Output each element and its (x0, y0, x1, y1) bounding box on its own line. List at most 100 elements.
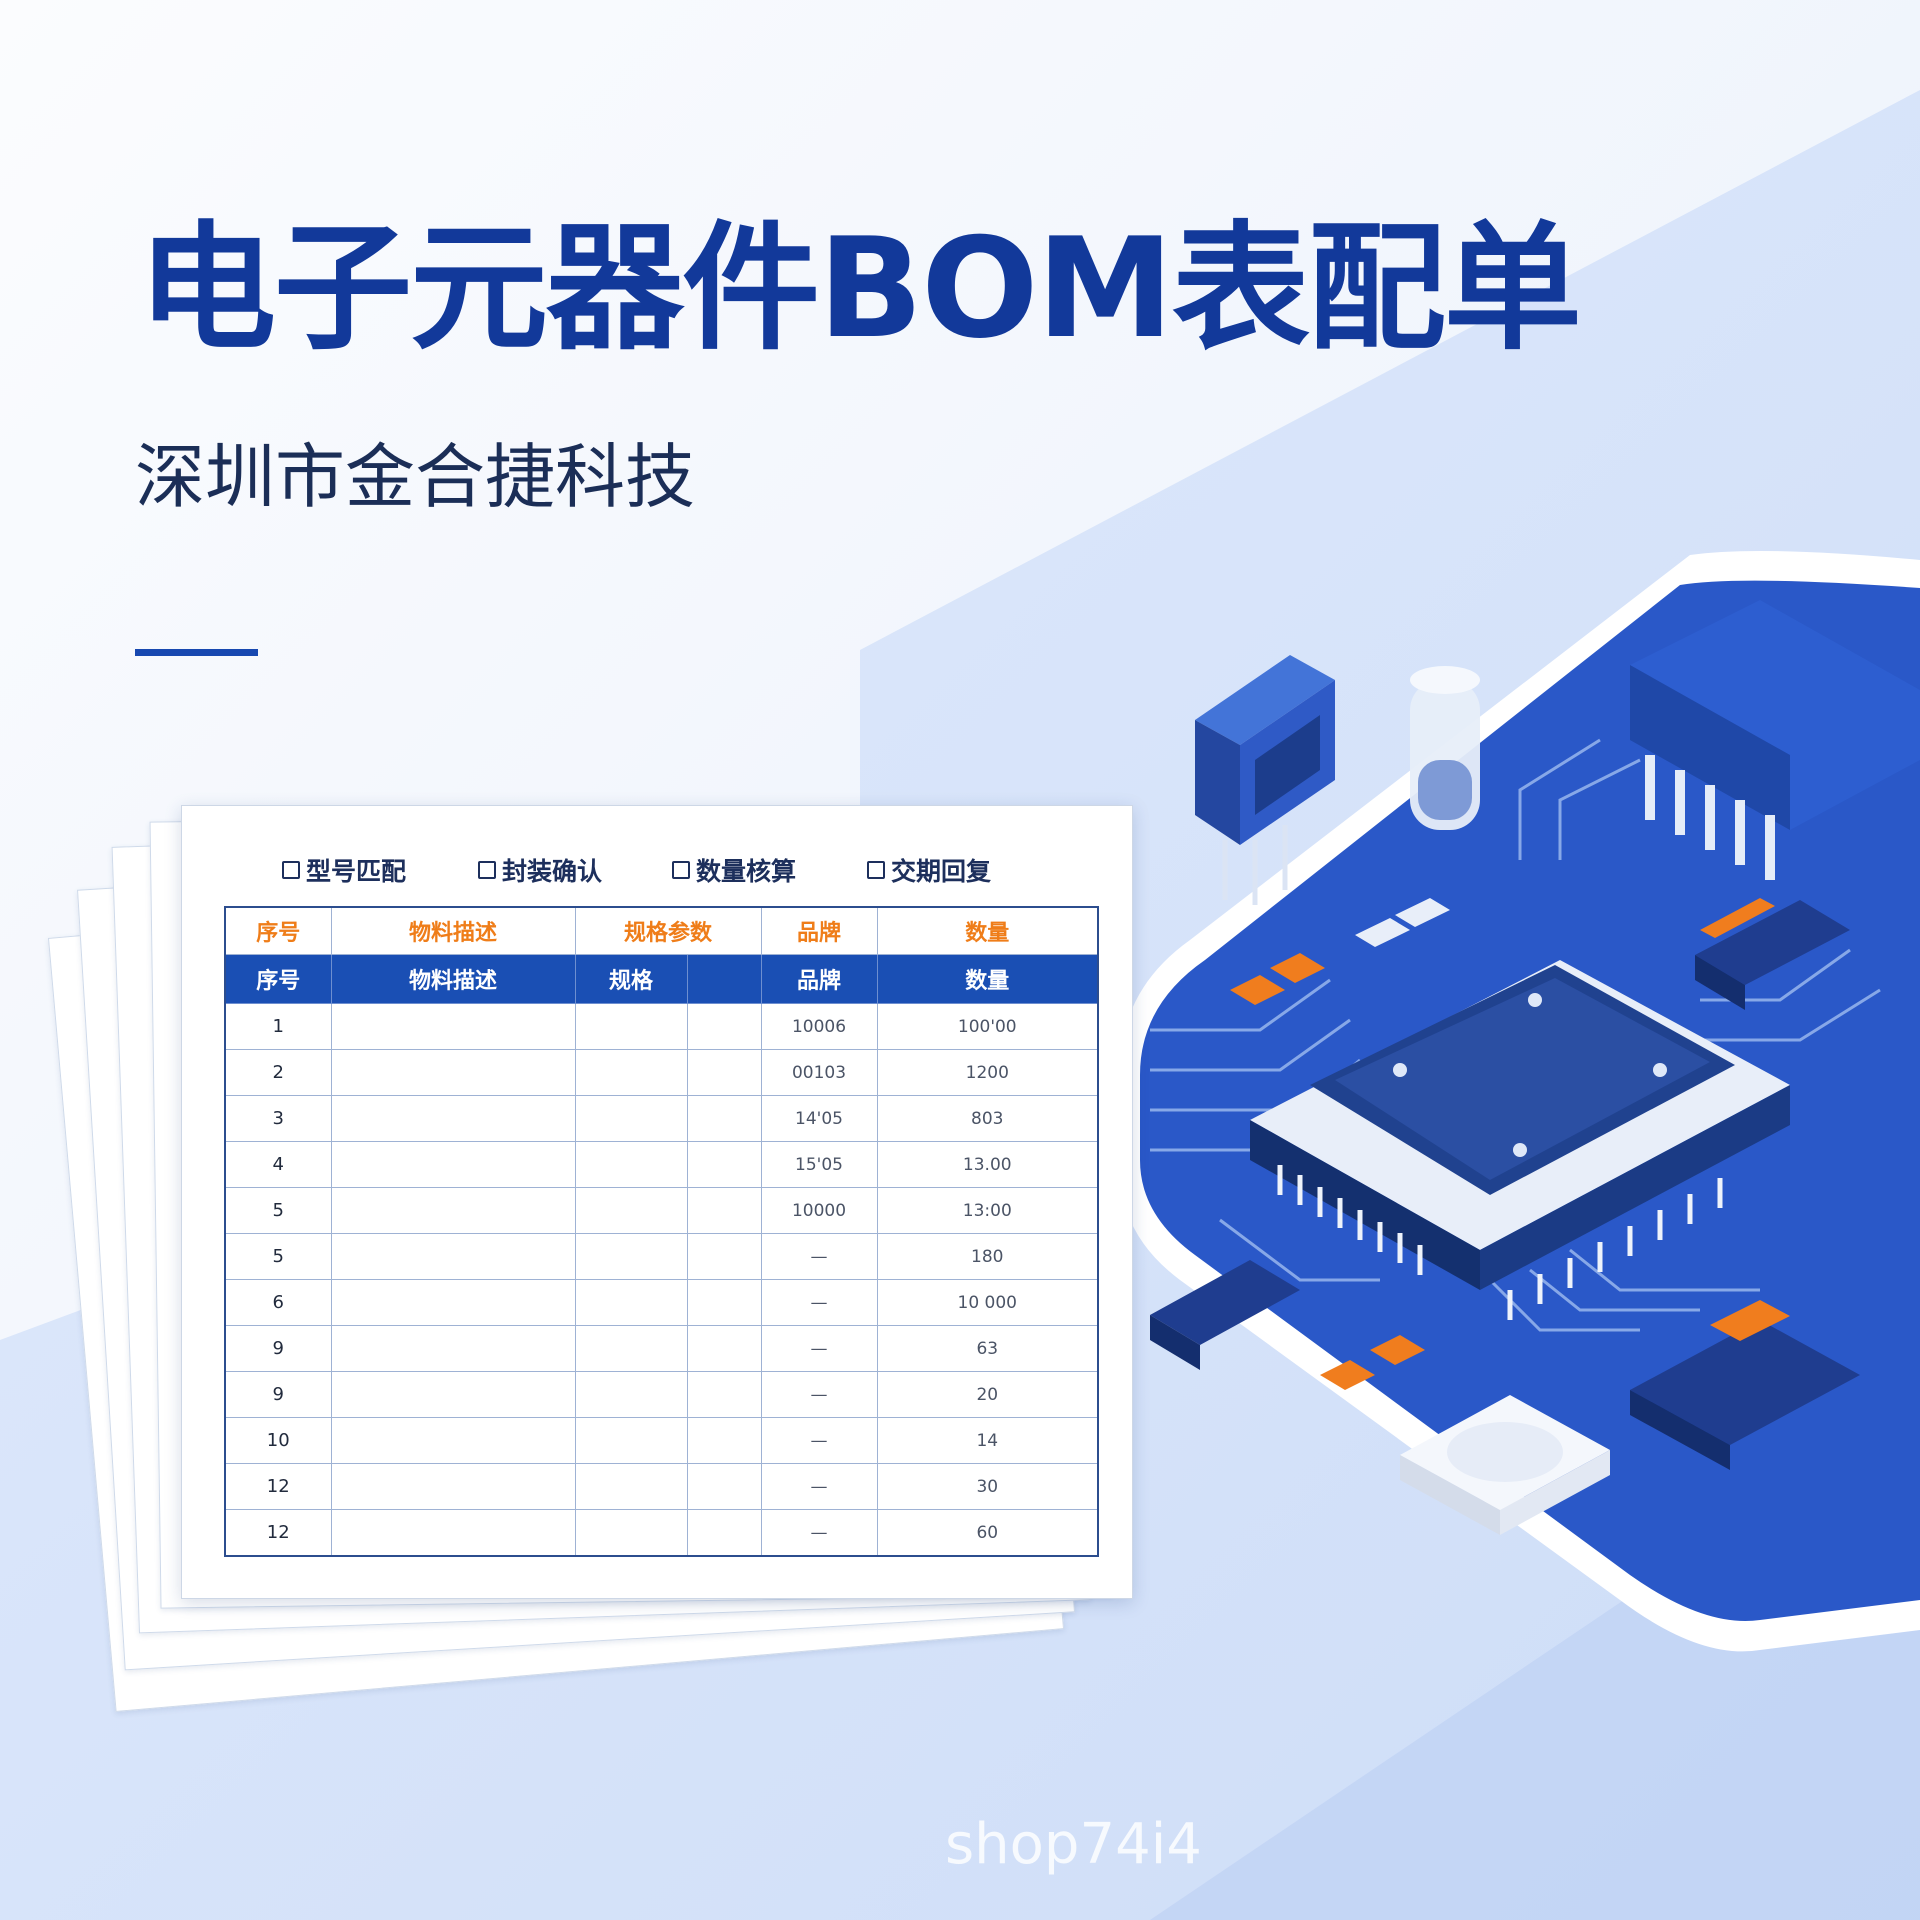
table-row: 10—14 (224, 1417, 1099, 1464)
table-cell (686, 1417, 762, 1464)
table-cell: — (760, 1325, 878, 1372)
checkbox[interactable] (672, 861, 690, 879)
table-cell (330, 1233, 576, 1280)
table-cell (330, 1509, 576, 1557)
checklist-item[interactable]: 数量核算 (672, 852, 796, 888)
table-cell: 63 (876, 1325, 1099, 1372)
table-cell: 12 (224, 1509, 332, 1557)
table-cell: 6 (224, 1279, 332, 1326)
table-cell (330, 1187, 576, 1234)
table-cell: 2 (224, 1049, 332, 1096)
table-cell: — (760, 1509, 878, 1557)
column-header: 规格参数 (574, 906, 762, 955)
table-cell: — (760, 1279, 878, 1326)
table-cell: 00103 (760, 1049, 878, 1096)
table-cell: 1200 (876, 1049, 1099, 1096)
table-cell (574, 1187, 688, 1234)
column-header: 序号 (224, 954, 332, 1004)
table-cell (574, 1371, 688, 1418)
table-cell (330, 1463, 576, 1510)
table-cell: 13.00 (876, 1141, 1099, 1188)
table-cell (330, 1141, 576, 1188)
watermark: shop74i4 (945, 1812, 1202, 1877)
checklist-item[interactable]: 交期回复 (867, 852, 991, 888)
table-cell (686, 1187, 762, 1234)
table-cell (574, 1509, 688, 1557)
table-cell (686, 1371, 762, 1418)
table-cell (686, 1233, 762, 1280)
table-cell: 14 (876, 1417, 1099, 1464)
table-cell (330, 1003, 576, 1050)
column-header: 物料描述 (330, 954, 576, 1004)
checkbox[interactable] (867, 861, 885, 879)
bom-table: 序号 物料描述 规格参数 品牌 数量 序号 物料描述 规格 品牌 数量 1 100… (224, 906, 1100, 1557)
checklist-item[interactable]: 封装确认 (478, 852, 602, 888)
column-header: 规格 (574, 954, 688, 1004)
table-cell: 1 (224, 1003, 332, 1050)
table-cell (686, 1463, 762, 1510)
table-cell: — (760, 1371, 878, 1418)
table-cell: 10006 (760, 1003, 878, 1050)
table-cell: 13:00 (876, 1187, 1099, 1234)
table-header-row: 序号 物料描述 规格 品牌 数量 (224, 954, 1099, 1004)
column-header: 物料描述 (330, 906, 576, 955)
table-cell: 180 (876, 1233, 1099, 1280)
table-cell (686, 1095, 762, 1142)
table-cell (574, 1049, 688, 1096)
table-cell: 15'05 (760, 1141, 878, 1188)
company-name: 深圳市金合捷科技 (135, 436, 695, 518)
pcb-illustration (1120, 551, 1920, 1652)
column-header: 序号 (224, 906, 332, 955)
table-cell: 10 000 (876, 1279, 1099, 1326)
table-cell: 100'00 (876, 1003, 1099, 1050)
table-cell (686, 1509, 762, 1557)
checkbox[interactable] (282, 861, 300, 879)
table-cell (686, 1279, 762, 1326)
checklist-item[interactable]: 型号匹配 (282, 852, 406, 888)
table-cell (330, 1371, 576, 1418)
table-cell: 30 (876, 1463, 1099, 1510)
table-cell (574, 1279, 688, 1326)
table-cell: 20 (876, 1371, 1099, 1418)
table-cell: 9 (224, 1371, 332, 1418)
table-cell (574, 1003, 688, 1050)
table-cell: 12 (224, 1463, 332, 1510)
table-cell (574, 1141, 688, 1188)
table-cell: 5 (224, 1187, 332, 1234)
page-title: 电子元器件BOM表配单 (138, 208, 1582, 369)
table-cell (330, 1325, 576, 1372)
table-header-row: 序号 物料描述 规格参数 品牌 数量 (224, 906, 1099, 955)
checklist: 型号匹配 封装确认 数量核算 交期回复 (182, 806, 1132, 896)
table-cell (574, 1233, 688, 1280)
table-cell (574, 1325, 688, 1372)
table-cell: — (760, 1463, 878, 1510)
accent-divider (135, 649, 258, 656)
table-cell (686, 1141, 762, 1188)
table-row: 12 —60 (224, 1509, 1099, 1557)
column-header: 数量 (876, 954, 1099, 1004)
table-row: 12 —30 (224, 1463, 1099, 1510)
table-cell (686, 1003, 762, 1050)
table-cell: 5 (224, 1233, 332, 1280)
checkbox[interactable] (478, 861, 496, 879)
table-cell: 14'05 (760, 1095, 878, 1142)
table-cell: — (760, 1233, 878, 1280)
table-cell: 60 (876, 1509, 1099, 1557)
table-cell: 4 (224, 1141, 332, 1188)
table-cell (574, 1463, 688, 1510)
table-cell (686, 1049, 762, 1096)
table-cell: — (760, 1417, 878, 1464)
table-cell: 803 (876, 1095, 1099, 1142)
table-cell (330, 1095, 576, 1142)
table-cell (574, 1095, 688, 1142)
column-header: 数量 (876, 906, 1099, 955)
table-cell (330, 1417, 576, 1464)
table-cell: 9 (224, 1325, 332, 1372)
table-row: 6 —10 000 (224, 1279, 1099, 1326)
